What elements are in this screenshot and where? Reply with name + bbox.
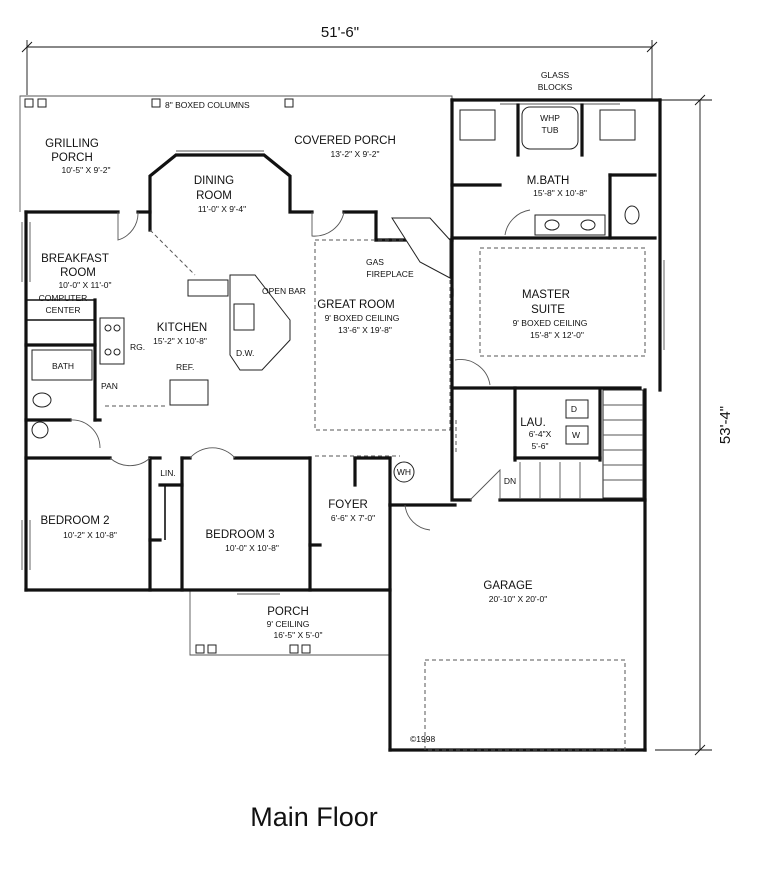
dining-room-name-line2: ROOM: [196, 190, 232, 202]
glass-blocks-label: GLASS: [541, 70, 570, 80]
great-room-ceiling: 9' BOXED CEILING: [325, 313, 400, 323]
gas-fireplace-label: GAS: [366, 257, 384, 267]
gas-fireplace-label-line2: FIREPLACE: [366, 269, 414, 279]
front-porch-name: PORCH: [267, 606, 309, 618]
open-bar-label: OPEN BAR: [262, 286, 306, 296]
dryer-label: D: [571, 404, 577, 414]
covered-porch-size: 13'-2" X 9'-2": [331, 149, 380, 159]
whp-tub-label-line2: TUB: [542, 125, 559, 135]
computer-center-label: COMPUTER: [39, 293, 88, 303]
bath-label: BATH: [52, 361, 74, 371]
garage-name: GARAGE: [483, 580, 533, 592]
partitions: [26, 299, 166, 540]
depth-label: 53'-4": [717, 406, 734, 444]
boxed-columns-label: 8" BOXED COLUMNS: [165, 100, 250, 110]
pantry-label: PAN: [101, 381, 118, 391]
mbath-name: M.BATH: [527, 175, 570, 187]
great-room-size: 13'-6" X 19'-8": [338, 325, 392, 335]
breakfast-room-size: 10'-0" X 11'-0": [58, 280, 111, 290]
dashed-lines: [105, 229, 646, 751]
bedroom-2-size: 10'-2" X 10'-8": [63, 530, 117, 540]
whp-tub-label: WHP: [540, 113, 560, 123]
front-porch-ceiling: 9' CEILING: [267, 619, 310, 629]
dining-room-name: DINING: [194, 175, 234, 187]
breakfast-room-name: BREAKFAST: [41, 253, 109, 265]
bedroom-3-size: 10'-0" X 10'-8": [225, 543, 279, 553]
bedroom-3-name: BEDROOM 3: [205, 529, 274, 541]
stair-down-label: DN: [504, 476, 516, 486]
labels: GLASS BLOCKS 8" BOXED COLUMNS GRILLING P…: [39, 70, 588, 832]
overall-depth-dimension: 53'-4": [655, 94, 734, 756]
width-label: 51'-6": [321, 24, 359, 41]
glass-blocks-label-line2: BLOCKS: [538, 82, 573, 92]
master-suite-name-line2: SUITE: [531, 304, 565, 316]
dining-room-size: 11'-0" X 9'-4": [198, 204, 246, 214]
laundry-name: LAU.: [520, 417, 546, 429]
dishwasher-label: D.W.: [236, 348, 254, 358]
mbath-size: 15'-8" X 10'-8": [533, 188, 587, 198]
foyer-size: 6'-6" X 7'-0": [331, 513, 375, 523]
interior-walls: [24, 103, 657, 592]
computer-center-label-line2: CENTER: [46, 305, 81, 315]
covered-porch-name: COVERED PORCH: [294, 135, 396, 147]
great-room-name: GREAT ROOM: [317, 299, 395, 311]
laundry-size: 6'-4"X: [529, 429, 552, 439]
overall-width-dimension: 51'-6": [21, 24, 658, 100]
refrigerator-label: REF.: [176, 362, 194, 372]
master-suite-ceiling: 9' BOXED CEILING: [513, 318, 588, 328]
copyright-label: ©1998: [410, 734, 435, 744]
grilling-porch-size: 10'-5" X 9'-2": [62, 165, 111, 175]
washer-label: W: [572, 430, 580, 440]
grilling-porch-name: GRILLING: [45, 138, 99, 150]
front-porch-size: 16'-5" X 5'-0": [274, 630, 323, 640]
garage-size: 20'-10" X 20'-0": [489, 594, 547, 604]
doors: [69, 209, 531, 531]
kitchen-size: 15'-2" X 10'-8": [153, 336, 207, 346]
exterior-walls: [24, 98, 662, 752]
fixtures: [31, 106, 644, 499]
range-label: RG.: [130, 342, 145, 352]
windows: [21, 103, 665, 595]
plan-caption: Main Floor: [250, 802, 378, 832]
master-suite-size: 15'-8" X 12'-0": [530, 330, 584, 340]
laundry-size-line2: 5'-6": [532, 441, 549, 451]
foyer-name: FOYER: [328, 499, 368, 511]
water-heater-label: WH: [397, 467, 411, 477]
kitchen-name: KITCHEN: [157, 322, 207, 334]
master-suite-name: MASTER: [522, 289, 570, 301]
bedroom-2-name: BEDROOM 2: [40, 515, 109, 527]
linen-label: LIN.: [160, 468, 176, 478]
grilling-porch-name-line2: PORCH: [51, 152, 93, 164]
breakfast-room-name-line2: ROOM: [60, 267, 96, 279]
